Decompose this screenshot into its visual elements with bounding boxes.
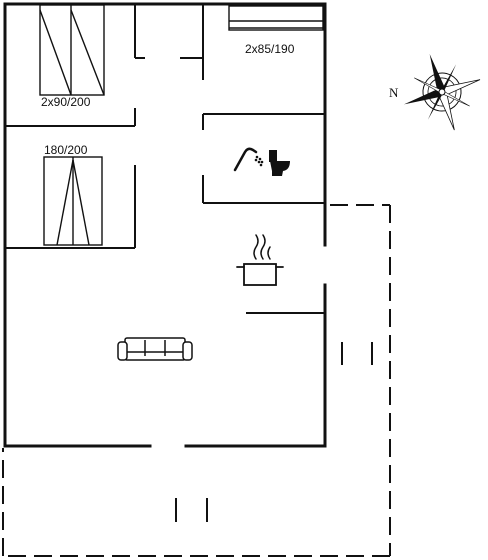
terrace-outline bbox=[2, 204, 391, 557]
cooking-pot-icon bbox=[236, 234, 284, 286]
shower-icon bbox=[233, 147, 264, 172]
outer-walls bbox=[3, 2, 327, 448]
bed-top-right bbox=[228, 5, 324, 31]
bed-label-top-right: 2x85/190 bbox=[245, 42, 295, 56]
toilet-icon bbox=[269, 150, 290, 176]
bed-middle-left bbox=[43, 156, 103, 246]
step-markers bbox=[175, 342, 373, 522]
bed-label-top-left: 2x90/200 bbox=[41, 95, 91, 109]
interior-walls bbox=[5, 4, 325, 314]
sofa-icon bbox=[117, 337, 193, 361]
compass-rose-icon bbox=[403, 53, 481, 131]
bed-label-middle-left: 180/200 bbox=[44, 143, 88, 157]
bed-top-left bbox=[39, 4, 105, 96]
compass-north-label: N bbox=[389, 85, 399, 100]
